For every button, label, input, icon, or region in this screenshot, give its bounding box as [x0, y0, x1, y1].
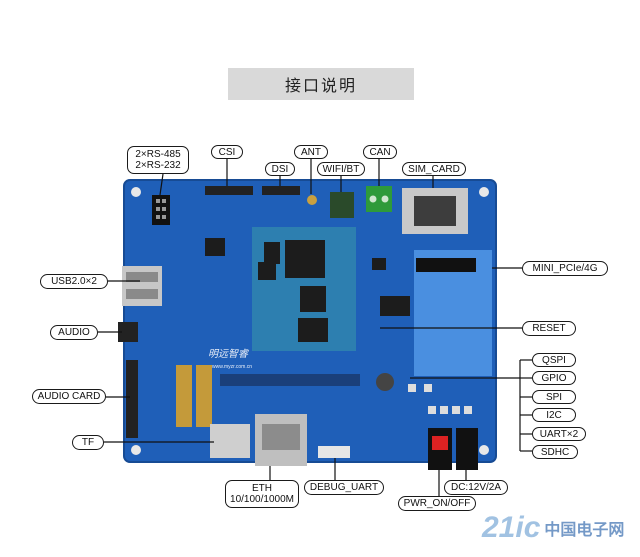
- wifi-module: [330, 192, 354, 218]
- label-rs232: 2×RS-232: [135, 160, 181, 171]
- label-ant: ANT: [294, 145, 328, 159]
- tf-socket: [210, 424, 250, 458]
- watermark-main: 21ic: [482, 511, 541, 544]
- label-sdhc-text: SDHC: [540, 446, 570, 458]
- label-dsi: DSI: [265, 162, 295, 176]
- label-spi: SPI: [532, 390, 576, 404]
- label-debug-uart: DEBUG_UART: [304, 480, 384, 495]
- label-sim-card: SIM_CARD: [402, 162, 466, 176]
- label-pwr: PWR_ON/OFF: [398, 496, 476, 511]
- label-csi-text: CSI: [218, 146, 236, 158]
- component: [452, 406, 460, 414]
- rs-header: [152, 195, 170, 225]
- mounting-hole: [131, 187, 141, 197]
- label-audio: AUDIO: [50, 325, 98, 340]
- label-eth-line2: 10/100/1000M: [230, 494, 294, 505]
- ram-chip: [264, 242, 280, 264]
- ic-chip: [258, 262, 276, 280]
- watermark-sub: 中国电子网: [544, 522, 625, 539]
- title-banner: 接口说明: [228, 68, 414, 100]
- label-qspi: QSPI: [532, 353, 576, 367]
- board-url: www.myzr.com.cn: [212, 364, 252, 370]
- label-qspi-text: QSPI: [542, 354, 566, 366]
- label-audio-card: AUDIO CARD: [32, 389, 106, 404]
- ant-connector: [307, 195, 317, 205]
- mounting-hole: [479, 445, 489, 455]
- ic-chip: [205, 238, 225, 256]
- label-sim-card-text: SIM_CARD: [408, 163, 460, 175]
- pin-header: [176, 365, 192, 427]
- label-pwr-text: PWR_ON/OFF: [403, 498, 471, 509]
- debug-uart-connector: [318, 446, 350, 458]
- capacitor: [376, 373, 394, 391]
- label-tf: TF: [72, 435, 104, 450]
- component: [424, 384, 432, 392]
- ic-chip: [380, 296, 410, 316]
- component: [428, 406, 436, 414]
- mounting-hole: [131, 445, 141, 455]
- label-i2c: I2C: [532, 408, 576, 422]
- label-can-text: CAN: [369, 146, 391, 158]
- audio-card-connector: [126, 360, 138, 438]
- dsi-connector: [262, 186, 300, 195]
- cpu-chip: [285, 240, 325, 278]
- label-audio-text: AUDIO: [58, 327, 90, 338]
- label-rs485-rs232: 2×RS-485 2×RS-232: [127, 146, 189, 174]
- pcb-edge: [123, 179, 497, 463]
- gpio-header: [220, 374, 360, 386]
- label-mini-pcie: MINI_PCIe/4G: [522, 261, 608, 276]
- component: [464, 406, 472, 414]
- page-title: 接口说明: [284, 76, 357, 95]
- label-sdhc: SDHC: [532, 445, 578, 459]
- label-mini-pcie-text: MINI_PCIe/4G: [532, 263, 598, 274]
- ram-chip: [300, 286, 326, 312]
- csi-connector: [205, 186, 253, 195]
- label-reset-text: RESET: [532, 323, 566, 334]
- label-usb-text: USB2.0×2: [51, 276, 97, 287]
- component: [440, 406, 448, 414]
- label-eth-line1: ETH: [252, 483, 272, 494]
- label-gpio: GPIO: [532, 371, 576, 385]
- label-wifi-bt-text: WIFI/BT: [322, 163, 360, 175]
- label-uart: UART×2: [532, 427, 586, 441]
- board-brand: 明远智睿: [208, 348, 249, 360]
- dc-jack: [456, 428, 478, 470]
- label-wifi-bt: WIFI/BT: [317, 162, 365, 176]
- label-gpio-text: GPIO: [541, 372, 567, 384]
- pin-header: [196, 365, 212, 427]
- component: [408, 384, 416, 392]
- audio-jack: [118, 322, 138, 342]
- label-tf-text: TF: [81, 437, 95, 448]
- label-i2c-text: I2C: [546, 409, 562, 421]
- label-spi-text: SPI: [545, 391, 563, 403]
- label-dc-text: DC:12V/2A: [450, 482, 502, 493]
- label-dc: DC:12V/2A: [444, 480, 508, 495]
- label-ant-text: ANT: [301, 146, 321, 158]
- label-audio-card-text: AUDIO CARD: [37, 391, 101, 402]
- label-csi: CSI: [211, 145, 243, 159]
- label-usb: USB2.0×2: [40, 274, 108, 289]
- label-debug-uart-text: DEBUG_UART: [309, 482, 379, 493]
- mounting-hole: [479, 187, 489, 197]
- label-can: CAN: [363, 145, 397, 159]
- label-eth: ETH 10/100/1000M: [225, 480, 299, 508]
- label-uart-text: UART×2: [539, 428, 579, 440]
- label-rs485: 2×RS-485: [135, 149, 181, 160]
- label-reset: RESET: [522, 321, 576, 336]
- ram-chip: [298, 318, 328, 342]
- ic-chip: [372, 258, 386, 270]
- label-dsi-text: DSI: [271, 163, 289, 175]
